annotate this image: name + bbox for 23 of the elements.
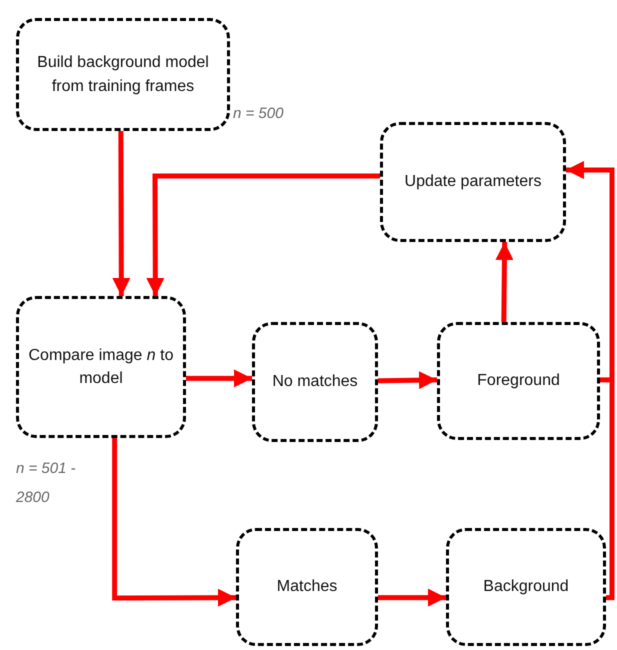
box-label: Matches	[276, 577, 338, 598]
process-box	[236, 528, 378, 646]
process-box	[16, 296, 186, 438]
arrow	[495, 242, 514, 322]
arrow	[378, 588, 446, 607]
process-box	[380, 122, 566, 242]
arrow	[378, 371, 438, 390]
process-box	[252, 322, 378, 442]
process-box	[437, 322, 600, 440]
box-label: Update parameters	[404, 172, 542, 192]
arrow	[112, 131, 130, 296]
box-label: Build background model from training frames	[36, 53, 210, 96]
arrow	[146, 174, 380, 296]
box-label: No matches	[271, 372, 359, 392]
process-box	[16, 18, 230, 131]
arrow	[186, 369, 252, 388]
box-label: Foreground	[476, 371, 561, 392]
box-label: Background	[482, 577, 570, 598]
iteration-note: n = 500	[233, 104, 284, 124]
iteration-note: n = 501 - 2800	[16, 459, 77, 508]
arrow	[112, 438, 236, 607]
box-label: Compare image n to model	[28, 346, 174, 389]
process-box	[446, 528, 606, 646]
